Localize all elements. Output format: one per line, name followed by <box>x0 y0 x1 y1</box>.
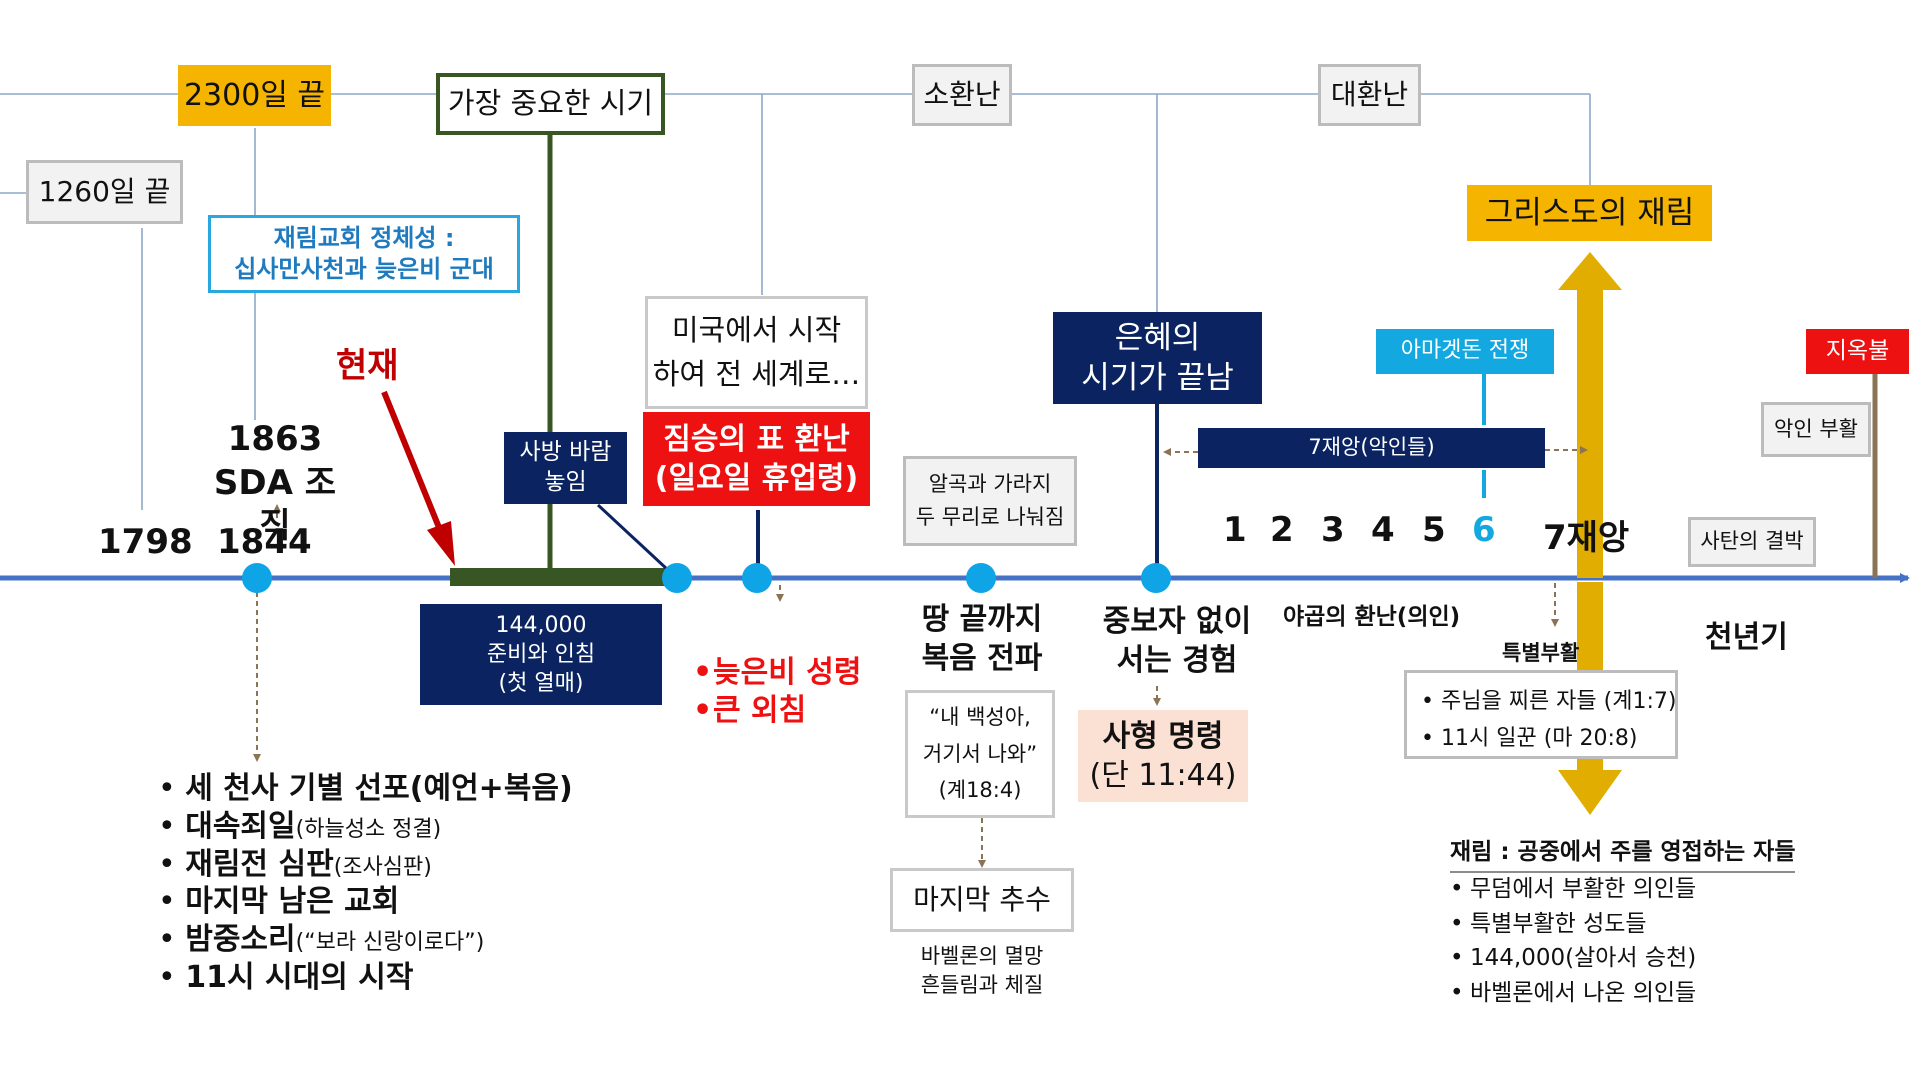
plague-number-6: 6 <box>1472 510 1496 550</box>
seven-plagues-box: 7재앙(악인들) <box>1198 428 1545 468</box>
latter-rain-item: 늦은비 성령 <box>693 654 861 692</box>
list-item: • 재림전 심판(조사심판) <box>158 846 432 882</box>
america-to-world-box: 미국에서 시작 하여 전 세계로… <box>645 296 868 409</box>
dot-grace-end <box>1141 563 1171 593</box>
special-resurrection-title: 특별부활 <box>1502 641 1580 665</box>
list-item: 주님을 찌른 자들 (계1:7) <box>1421 683 1676 720</box>
label-second-coming: 그리스도의 재림 <box>1467 185 1712 241</box>
come-out-box: “내 백성아, 거기서 나와” (계18:4) <box>905 690 1055 818</box>
plague-number-4: 4 <box>1371 510 1395 550</box>
list-item: • 밤중소리(“보라 신랑이로다”) <box>158 922 485 958</box>
jacob-trouble-label: 야곱의 환난(의인) <box>1283 604 1461 630</box>
ascension-up-arrow <box>1558 252 1622 578</box>
death-decree-ref: (단 11:44) <box>1089 758 1237 793</box>
list-item: • 11시 시대의 시작 <box>158 959 414 995</box>
events-1844-list: • 세 천사 기별 선포(예언+복음) • 대속죄일(하늘성소 정결) • 재림… <box>158 770 573 997</box>
advent-list: 무덤에서 부활한 의인들 특별부활한 성도들 144,000(살아서 승천) 바… <box>1450 872 1696 1010</box>
dot-latter-rain <box>662 563 692 593</box>
without-mediator-label: 중보자 없이 서는 경험 <box>1102 604 1252 678</box>
babylon-fall-label: 바벨론의 멸망 흔들림과 체질 <box>920 944 1044 998</box>
dot-gospel <box>966 563 996 593</box>
advent-title: 재림 : 공중에서 주를 영접하는 자들 <box>1450 832 1796 873</box>
grace-ends-box: 은혜의 시기가 끝남 <box>1053 312 1262 404</box>
satan-bound-box: 사탄의 결박 <box>1688 517 1816 567</box>
label-great-trouble: 대환난 <box>1318 64 1421 126</box>
list-item: 11시 일꾼 (마 20:8) <box>1421 720 1676 757</box>
list-item: • 대속죄일(하늘성소 정결) <box>158 808 442 844</box>
special-resurrection-list: 주님을 찌른 자들 (계1:7) 11시 일꾼 (마 20:8) <box>1421 683 1676 758</box>
armageddon-box: 아마겟돈 전쟁 <box>1376 329 1554 374</box>
four-winds-box: 사방 바람 놓임 <box>504 432 627 504</box>
year-1844: 1844 <box>217 522 312 562</box>
now-arrow <box>427 521 455 566</box>
list-item: 144,000(살아서 승천) <box>1450 941 1696 976</box>
hell-fire-box: 지옥불 <box>1806 329 1909 374</box>
list-item: • 마지막 남은 교회 <box>158 884 400 920</box>
latter-rain-list: 늦은비 성령 큰 외침 <box>693 654 861 729</box>
special-resurrection-box: 주님을 찌른 자들 (계1:7) 11시 일꾼 (마 20:8) <box>1404 670 1678 759</box>
gospel-to-ends-label: 땅 끝까지 복음 전파 <box>921 602 1043 676</box>
dot-mark-of-beast <box>742 563 772 593</box>
thin-connectors <box>0 93 1591 510</box>
plague-number-2: 2 <box>1270 510 1294 550</box>
sda-1863-label: 1863 SDA 조직 <box>213 419 337 547</box>
list-item: 바벨론에서 나온 의인들 <box>1450 976 1696 1011</box>
label-little-trouble: 소환난 <box>912 64 1012 126</box>
now-label: 현재 <box>336 346 399 386</box>
plague-number-3: 3 <box>1321 510 1345 550</box>
list-item: 특별부활한 성도들 <box>1450 907 1696 942</box>
label-critical-period: 가장 중요한 시기 <box>436 73 665 135</box>
wicked-resurrection-box: 악인 부활 <box>1761 402 1871 457</box>
mark-of-beast-box: 짐승의 표 환난 (일요일 휴업령) <box>643 412 870 506</box>
church-identity-box: 재림교회 정체성 : 십사만사천과 늦은비 군대 <box>208 215 520 293</box>
millennium-label: 천년기 <box>1705 620 1788 655</box>
death-decree-box: 사형 명령 (단 11:44) <box>1078 710 1248 802</box>
plague-number-1: 1 <box>1223 510 1247 550</box>
label-2300-days: 2300일 끝 <box>178 65 331 126</box>
plague-number-5: 5 <box>1422 510 1446 550</box>
year-1798: 1798 <box>98 522 193 562</box>
seventh-plague-label: 7재앙 <box>1543 518 1630 558</box>
last-harvest-box: 마지막 추수 <box>890 868 1074 932</box>
sealing-144000-box: 144,000 준비와 인침 (첫 열매) <box>420 604 662 705</box>
death-decree-title: 사형 명령 <box>1102 719 1224 754</box>
dot-1844 <box>242 563 272 593</box>
wheat-and-tares-box: 알곡과 가라지 두 무리로 나눠짐 <box>903 456 1077 546</box>
list-item: 무덤에서 부활한 의인들 <box>1450 872 1696 907</box>
list-item: • 세 천사 기별 선포(예언+복음) <box>158 771 573 806</box>
label-1260-days: 1260일 끝 <box>26 160 183 224</box>
loud-cry-item: 큰 외침 <box>693 692 861 730</box>
critical-period-bar <box>450 568 668 586</box>
